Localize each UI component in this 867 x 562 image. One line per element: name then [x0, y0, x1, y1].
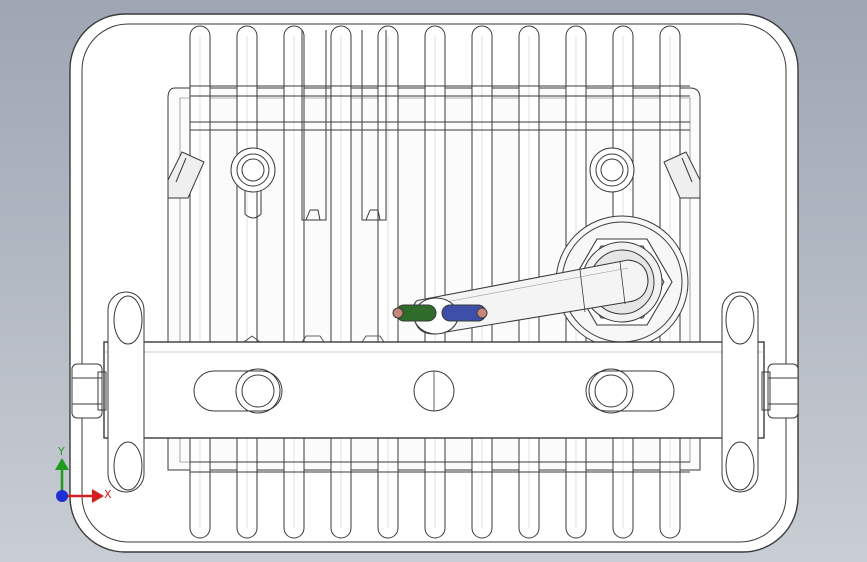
housing-inner-rim	[81, 23, 787, 543]
left-bolt	[71, 363, 107, 419]
y-axis-label: Y	[57, 445, 65, 458]
conductor-wire-blue	[441, 304, 488, 322]
right-hinge-knob	[721, 291, 759, 493]
coordinate-triad: X Y	[55, 445, 112, 503]
y-axis-arrowhead	[55, 458, 69, 470]
conductor-wire-green	[392, 304, 437, 322]
x-axis-arrowhead	[92, 489, 104, 503]
right-bracket-slot	[585, 370, 675, 412]
left-chamfer-bracket	[167, 151, 205, 199]
left-hinge-knob	[107, 291, 145, 493]
x-axis-label: X	[104, 488, 112, 501]
z-axis-dot	[56, 490, 68, 502]
left-bracket-slot	[193, 370, 283, 412]
left-mounting-boss	[230, 147, 276, 219]
mounting-bracket-bar	[103, 341, 765, 439]
right-mounting-boss	[589, 147, 635, 193]
bracket-top-notches	[243, 335, 385, 343]
cross-ribs	[190, 85, 690, 473]
floodlight-housing-model	[69, 13, 799, 553]
right-bolt	[761, 363, 799, 419]
top-slots	[301, 30, 387, 221]
power-cable	[392, 259, 649, 335]
right-chamfer-bracket	[663, 151, 701, 199]
